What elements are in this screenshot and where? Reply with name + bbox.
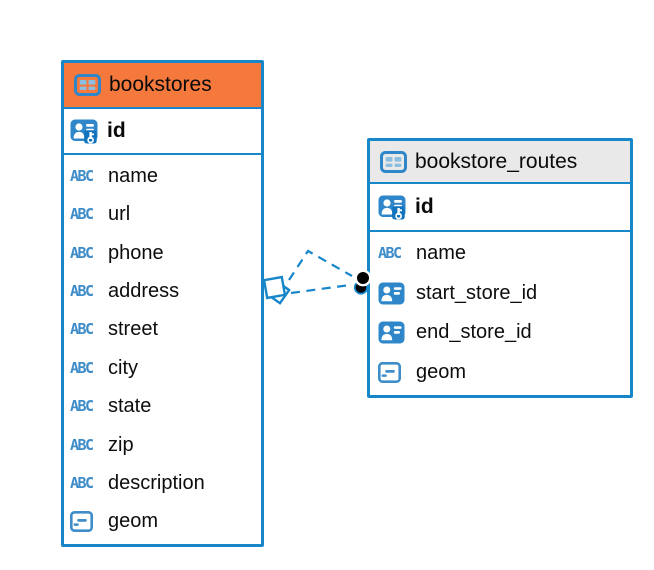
foreign-key-icon (378, 282, 416, 305)
foreign-key-icon (378, 321, 416, 344)
text-type-icon: ABC (70, 205, 94, 224)
column-label: description (108, 471, 205, 494)
table-header[interactable]: bookstore_routes (370, 141, 630, 184)
text-type-icon: ABC (70, 473, 94, 492)
column-label: url (108, 203, 131, 226)
relationship-source-marker (262, 275, 287, 300)
relationship-line-lower[interactable] (290, 283, 351, 295)
text-type-icon: ABC (70, 397, 94, 416)
table-icon (380, 150, 407, 173)
text-type-icon: ABC (70, 281, 94, 300)
column-list: ABC name start_store_id end_store_id geom (370, 232, 630, 395)
table-icon (74, 74, 101, 96)
relationship-source-marker-back (265, 279, 291, 305)
column-row-end_store_id[interactable]: end_store_id (370, 313, 630, 353)
column-row-phone[interactable]: ABC phone (64, 234, 261, 272)
text-type-icon: ABC (70, 320, 94, 339)
table-bookstore-routes[interactable]: bookstore_routes id ABC name start_store_… (367, 138, 633, 398)
column-label: zip (108, 433, 134, 456)
text-type-icon: ABC (70, 358, 94, 377)
column-label: end_store_id (416, 321, 532, 344)
table-title: bookstore_routes (415, 149, 578, 173)
column-row-geom[interactable]: geom (370, 353, 630, 393)
geometry-type-icon (378, 361, 416, 383)
column-label: start_store_id (416, 281, 538, 304)
table-title: bookstores (109, 73, 212, 96)
column-row-url[interactable]: ABC url (64, 195, 261, 233)
primary-key-row[interactable]: id (370, 184, 630, 232)
column-label: city (108, 356, 138, 379)
column-row-address[interactable]: ABC address (64, 272, 261, 310)
column-row-name[interactable]: ABC name (370, 234, 630, 274)
primary-key-label: id (415, 195, 434, 218)
column-label: state (108, 395, 152, 418)
text-type-icon: ABC (70, 435, 94, 454)
column-label: street (108, 318, 159, 341)
primary-key-icon (378, 195, 406, 220)
table-header[interactable]: bookstores (64, 63, 261, 109)
column-label: geom (108, 510, 159, 533)
column-row-geom[interactable]: geom (64, 503, 261, 541)
column-label: phone (108, 241, 164, 264)
relationship-target-marker-back (353, 280, 369, 295)
column-row-zip[interactable]: ABC zip (64, 426, 261, 464)
column-label: address (108, 279, 180, 302)
column-row-street[interactable]: ABC street (64, 311, 261, 349)
column-label: name (108, 164, 159, 187)
primary-key-icon (70, 119, 98, 144)
column-row-name[interactable]: ABC name (64, 157, 261, 195)
relationship-line-upper[interactable] (288, 249, 353, 281)
column-label: name (416, 242, 467, 265)
relationship-connector[interactable] (262, 249, 372, 305)
primary-key-row[interactable]: id (64, 109, 261, 155)
primary-key-label: id (107, 119, 126, 142)
column-row-description[interactable]: ABC description (64, 464, 261, 502)
text-type-icon: ABC (378, 244, 402, 263)
column-row-start_store_id[interactable]: start_store_id (370, 274, 630, 314)
text-type-icon: ABC (70, 243, 94, 262)
geometry-type-icon (70, 511, 108, 533)
text-type-icon: ABC (70, 166, 94, 185)
column-row-city[interactable]: ABC city (64, 349, 261, 387)
column-row-state[interactable]: ABC state (64, 387, 261, 425)
column-label: geom (416, 360, 467, 383)
